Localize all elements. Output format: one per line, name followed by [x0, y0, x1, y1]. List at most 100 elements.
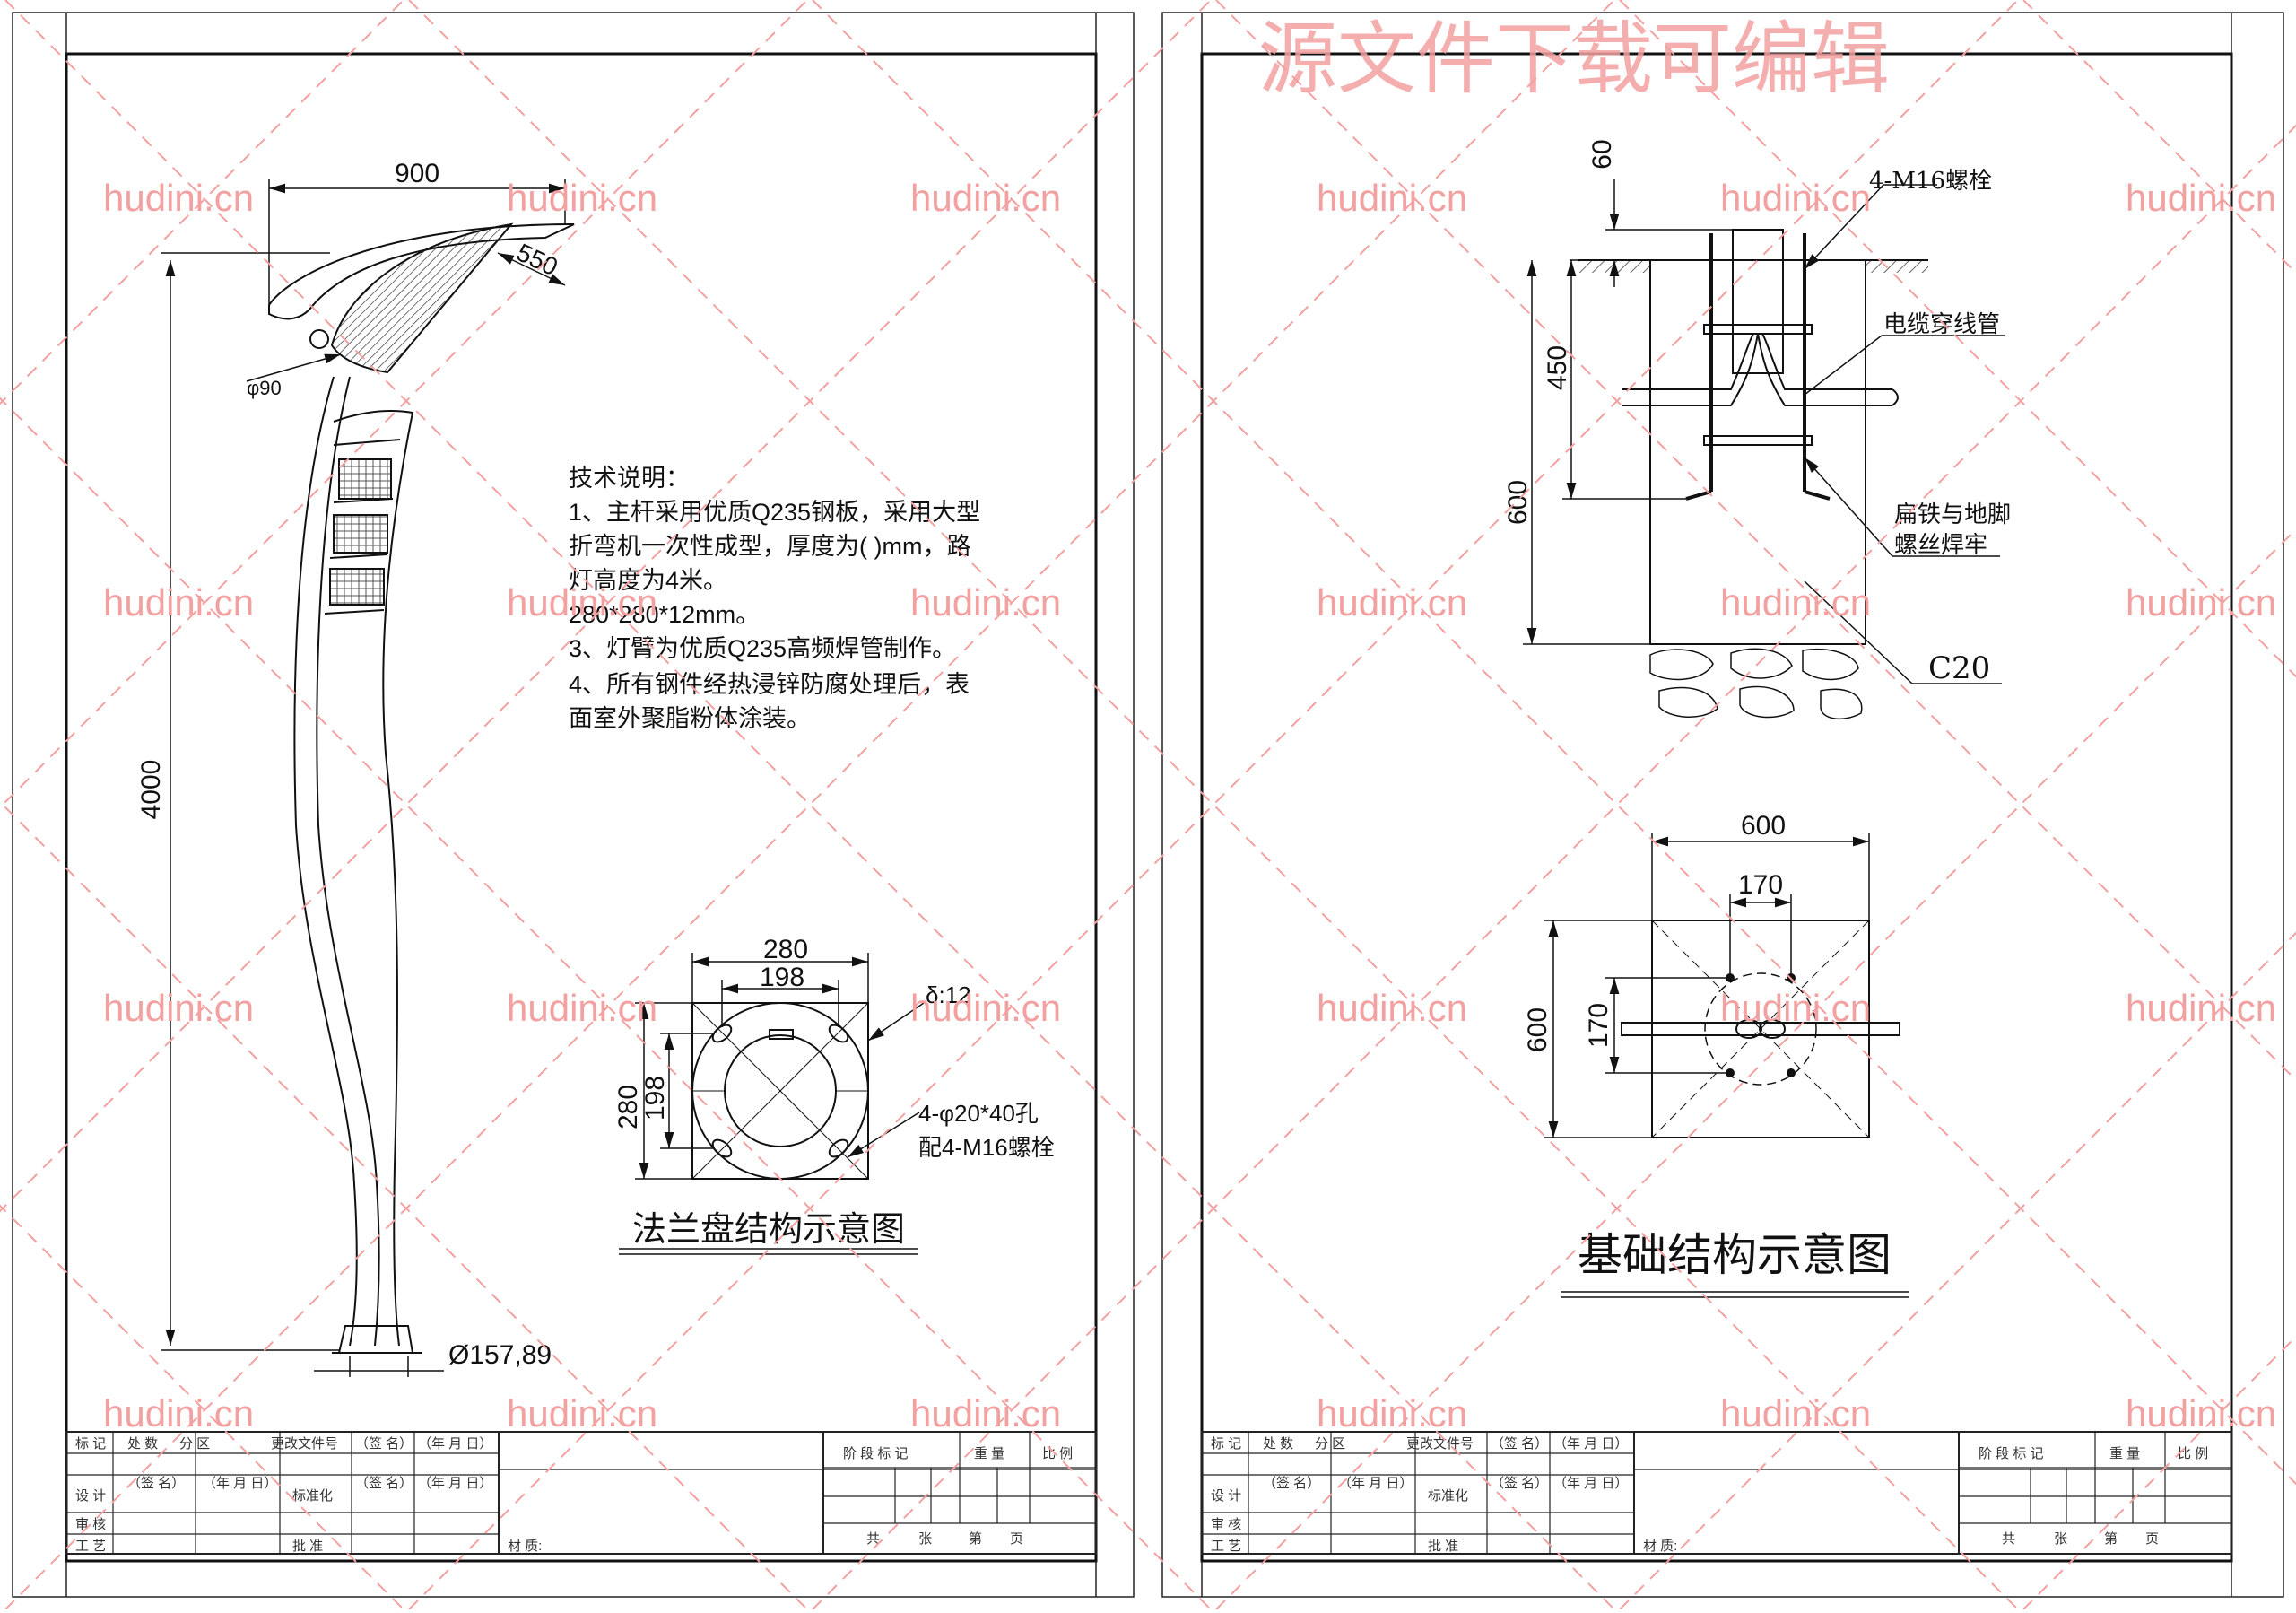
watermark-site-text: hudini.cn [2126, 581, 2276, 623]
tb-r-date-2: （年 月 日） [1338, 1476, 1413, 1491]
watermark-site-text: hudini.cn [103, 581, 254, 623]
watermark-banner: 源文件下载可编辑 [1258, 14, 1890, 103]
flange-thickness: δ:12 [926, 981, 971, 1008]
left-inner-frame [65, 52, 1098, 1563]
foundation-plan [1621, 920, 1900, 1138]
watermark-site-text: hudini.cn [1720, 581, 1871, 623]
technical-notes: 技术说明： 1、主杆采用优质Q235钢板，采用大型 折弯机一次性成型，厚度为( … [569, 465, 980, 732]
cable-conduit [1622, 333, 1892, 406]
dim-base-diameter: Ø157,89 [448, 1340, 552, 1370]
flange-plan [691, 1002, 869, 1180]
dim-plan-bolt-x: 170 [1738, 870, 1783, 900]
watermark-site-text: hudini.cn [2126, 1392, 2276, 1434]
pole-sleeve [333, 410, 414, 1347]
watermark-site-text: hudini.cn [103, 177, 254, 219]
watermark-site-text: hudini.cn [1720, 1392, 1871, 1434]
tb-material: 材 质: [508, 1539, 542, 1554]
flange-holes-2: 配4-M16螺栓 [918, 1134, 1055, 1161]
watermark-line [0, 0, 404, 405]
foundation-section [1578, 229, 1928, 720]
lamp-head-hatched [330, 222, 514, 374]
notes-line-5: 3、灯臂为优质Q235高频焊管制作。 [569, 635, 956, 662]
watermark-site-text: hudini.cn [507, 1392, 657, 1434]
dim-flange-280-v: 280 [613, 1085, 643, 1129]
notes-title: 技术说明： [569, 465, 690, 492]
watermark-site-text: hudini.cn [910, 177, 1061, 219]
plan-caption: 基础结构示意图 [1578, 1229, 1892, 1281]
plan-dimensions [1544, 833, 1909, 1298]
tb-sign-2: （签 名） [127, 1476, 185, 1491]
tb-total: 共 [866, 1531, 880, 1547]
pole-left-edge [293, 376, 358, 1347]
watermark-site-text: hudini.cn [507, 987, 657, 1029]
right-inner-frame [1200, 52, 2233, 1563]
tb-r-review: 审 核 [1211, 1517, 1241, 1532]
tb-doc-no: 更改文件号 [271, 1436, 338, 1452]
tb-zone: 分 区 [179, 1436, 210, 1452]
watermark-line [812, 124, 2296, 1610]
watermark-site-text: hudini.cn [1317, 987, 1467, 1029]
left-outer-frame [12, 12, 1135, 1598]
watermark-line [0, 0, 808, 809]
weld-label-2: 螺丝焊牢 [1894, 532, 1987, 559]
notes-line-3: 灯高度为4米。 [569, 567, 727, 594]
dim-depth-total: 600 [1503, 480, 1533, 525]
dim-flange-198: 198 [760, 963, 804, 992]
watermark-site-text: hudini.cn [1720, 987, 1871, 1029]
watermark-line [1619, 0, 2296, 678]
tb-design: 设 计 [75, 1488, 106, 1504]
watermark-site-text: hudini.cn [1720, 177, 1871, 219]
dim-arm-length: 900 [395, 159, 439, 188]
tb-r-date-3: （年 月 日） [1553, 1476, 1628, 1491]
watermark-site-text: hudini.cn [2126, 987, 2276, 1029]
tb-r-total: 共 [2002, 1531, 2015, 1547]
flange-dimensions [619, 953, 925, 1255]
tb-date-3: （年 月 日） [418, 1476, 492, 1491]
watermark-site-text: hudini.cn [1317, 177, 1467, 219]
watermark-line [0, 800, 808, 1610]
tb-r-weight: 重 量 [2109, 1446, 2140, 1461]
tb-stage: 阶 段 标 记 [843, 1446, 909, 1461]
tb-r-doc-no: 更改文件号 [1406, 1436, 1474, 1452]
concrete-label: C20 [1928, 650, 1990, 686]
watermark-line [1215, 0, 2296, 1082]
tb-r-standard: 标准化 [1428, 1488, 1468, 1504]
tb-r-zone: 分 区 [1315, 1436, 1345, 1452]
gravel [1649, 648, 1863, 720]
watermark-line [0, 1204, 404, 1610]
watermark-texts: hudini.cn hudini.cn hudini.cn hudini.cn hudi… [103, 177, 2276, 1434]
pole-grid-panel-2 [333, 514, 388, 554]
tb-page: 第 [969, 1530, 982, 1547]
dim-flange-280: 280 [763, 935, 808, 964]
watermark-site-text: hudini.cn [507, 177, 657, 219]
flange-holes-1: 4-φ20*40孔 [918, 1100, 1039, 1127]
weld-label-1: 扁铁与地脚 [1894, 501, 2011, 528]
tb-r-sign-3: （签 名） [1491, 1476, 1548, 1491]
tb-review: 审 核 [75, 1517, 106, 1532]
tb-page-unit: 页 [1010, 1531, 1023, 1547]
pole-stub [1732, 229, 1784, 374]
tb-r-page-unit: 页 [2145, 1531, 2159, 1547]
tb-r-process: 工 艺 [1211, 1539, 1241, 1554]
pole-right-edge [316, 376, 380, 1347]
right-sheet: 60 4-M16螺栓 电缆穿线管 450 600 扁铁与地脚 螺丝焊牢 C20 [1161, 12, 2284, 1598]
dim-head-size: 550 [512, 238, 561, 281]
dim-arm-diameter: φ90 [247, 377, 282, 399]
dim-flange-198-v: 198 [640, 1076, 670, 1120]
watermark-line [1619, 931, 2296, 1610]
watermark-line [4, 0, 1615, 1610]
right-corner-marks [1201, 13, 2232, 1597]
foundation-dimensions [1523, 179, 2005, 684]
watermark-line [408, 0, 2019, 1610]
dim-plan-height: 600 [1523, 1007, 1552, 1052]
flange-caption: 法兰盘结构示意图 [632, 1209, 905, 1249]
tb-mark: 标 记 [75, 1436, 106, 1452]
concrete-block [1649, 259, 1866, 645]
pole-grid-panel-1 [338, 458, 392, 500]
right-outer-frame [1161, 12, 2284, 1598]
tb-r-sheets: 张 [2054, 1531, 2067, 1547]
tb-r-material: 材 质: [1643, 1539, 1677, 1554]
dim-pole-height: 4000 [136, 760, 166, 820]
